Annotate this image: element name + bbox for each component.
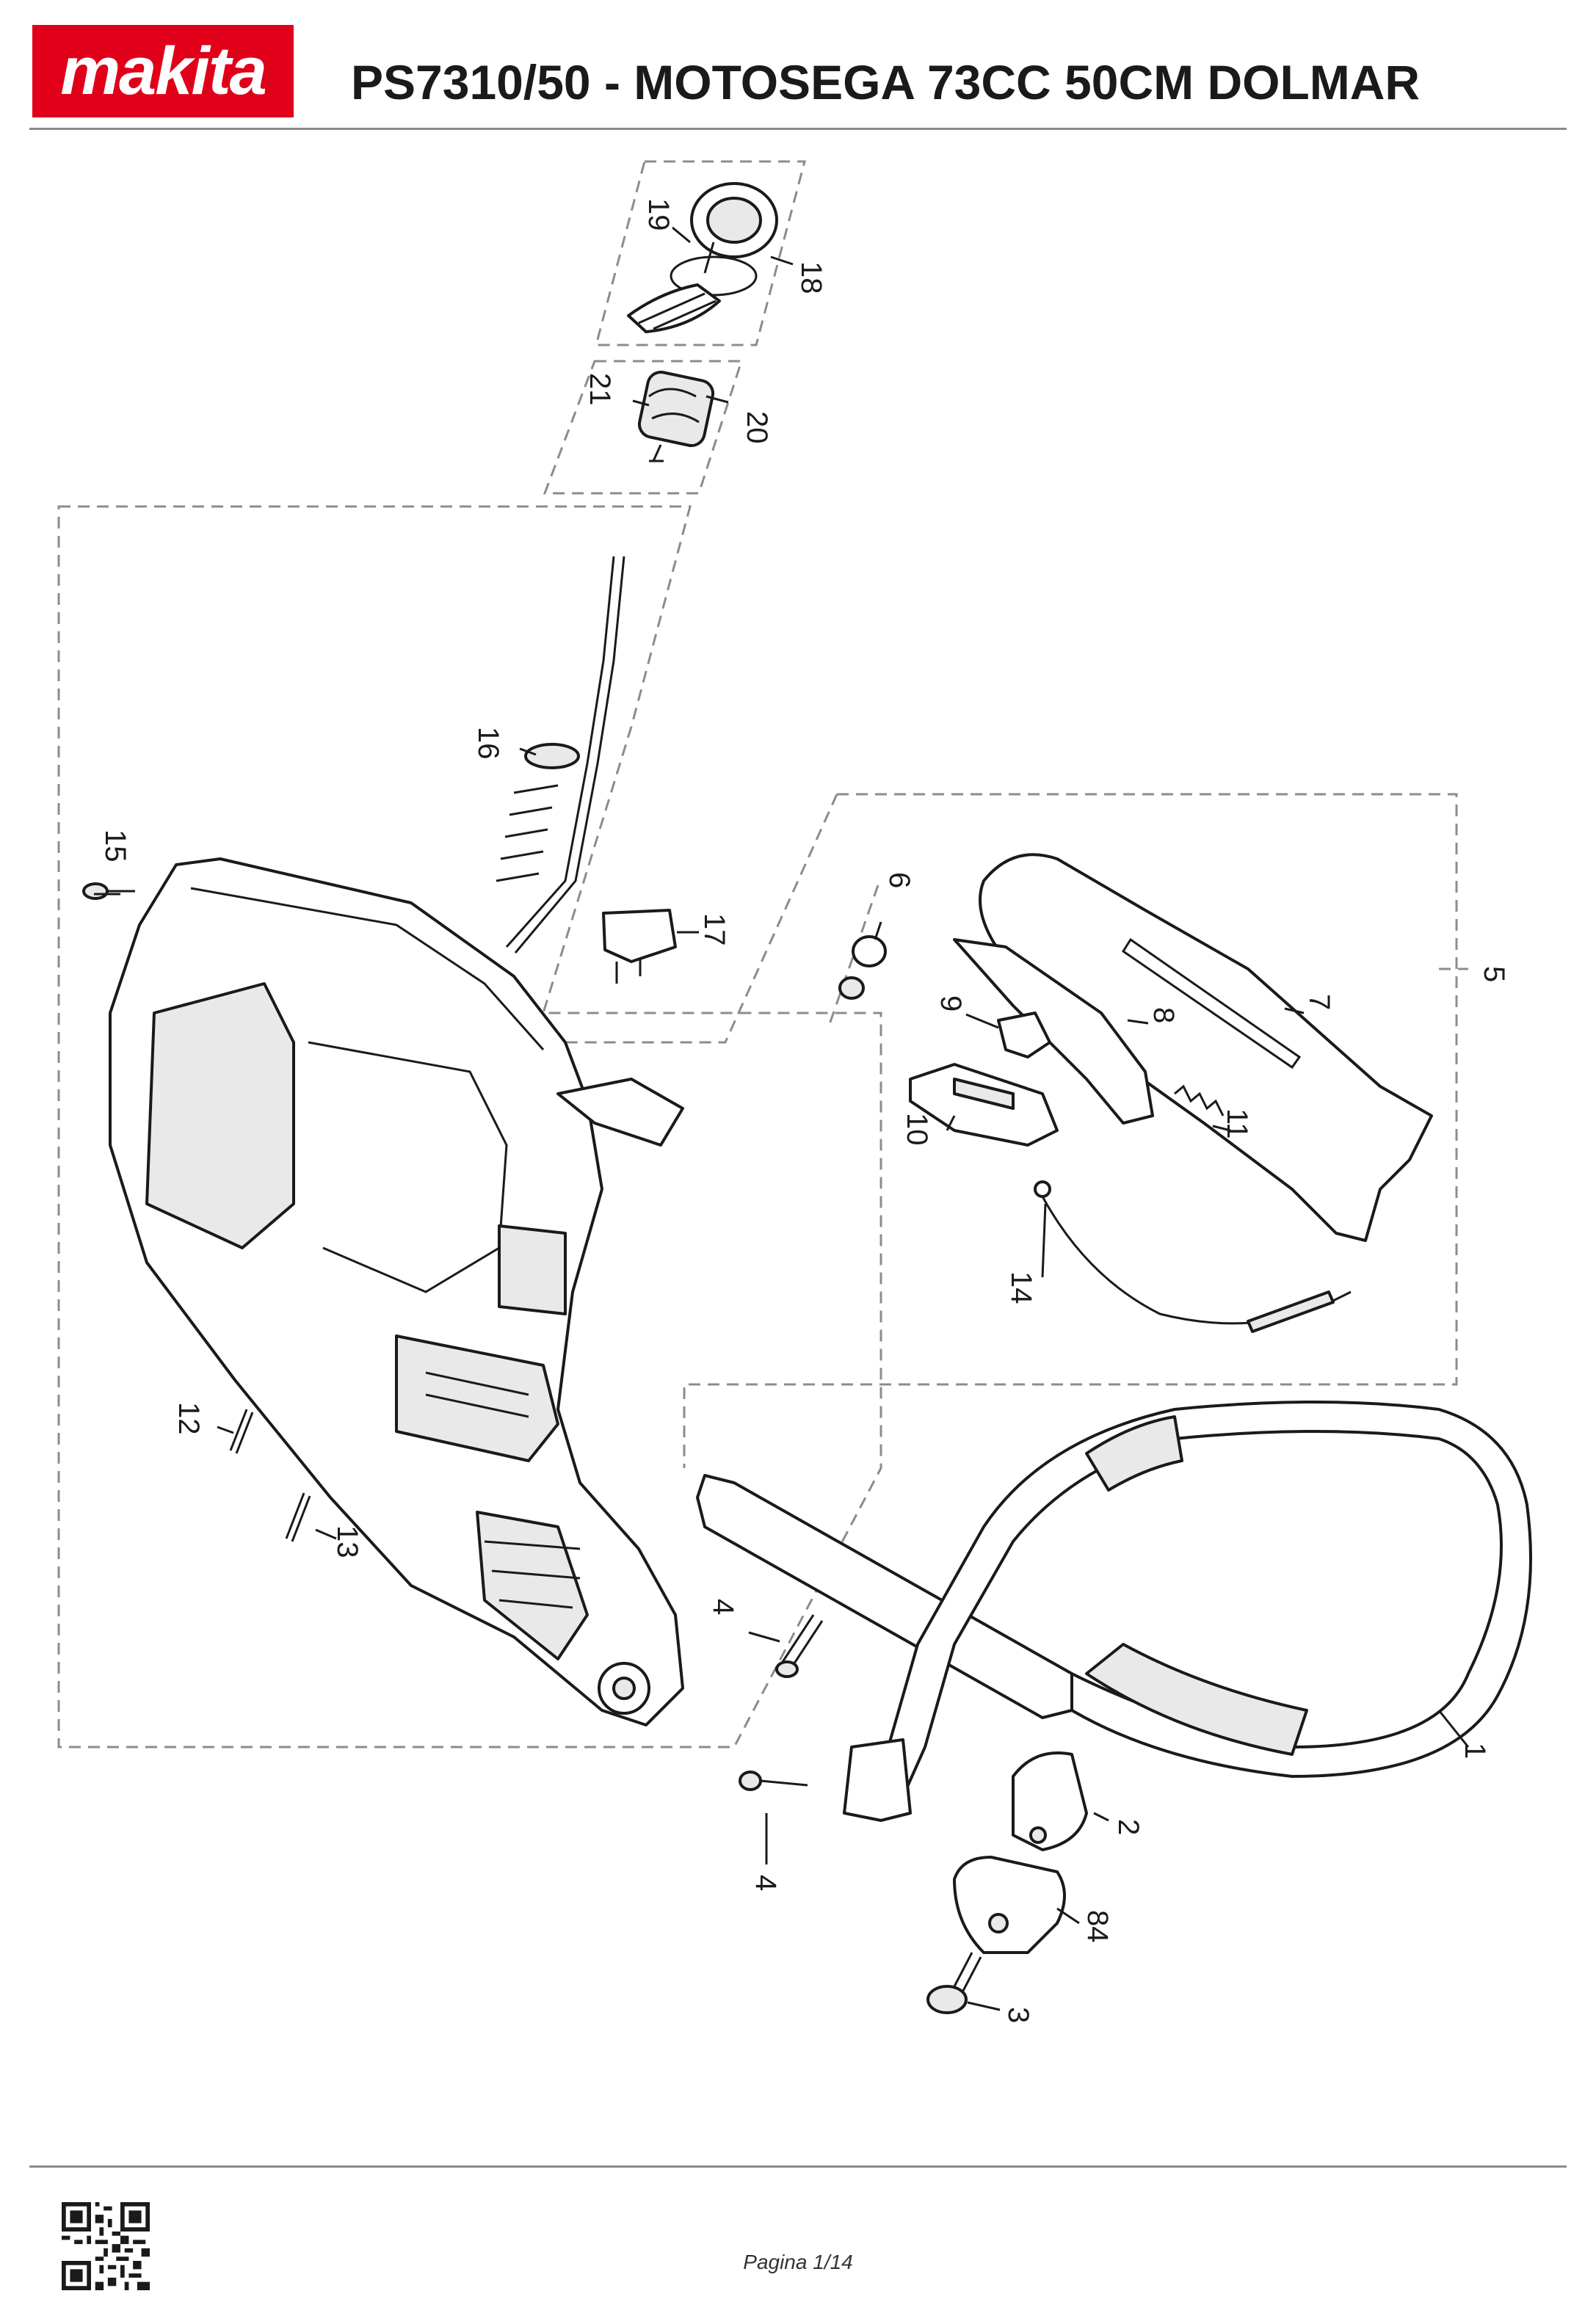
part-label: 5 xyxy=(1478,966,1510,982)
part-label: 14 xyxy=(1005,1271,1037,1304)
bushing-part-6 xyxy=(838,935,887,1000)
logo-wordmark: makita xyxy=(60,34,267,109)
part-label: 11 xyxy=(1221,1108,1253,1139)
part-label: 21 xyxy=(584,373,616,406)
part-label: 2 xyxy=(1112,1819,1145,1835)
part-label: 20 xyxy=(741,411,773,444)
part-label: 84 xyxy=(1081,1910,1114,1943)
fuel-filter xyxy=(637,370,715,462)
page-number: Pagina 1/14 xyxy=(743,2251,853,2273)
part-label: 8 xyxy=(1147,1007,1180,1023)
part-label: 12 xyxy=(173,1402,205,1435)
part-label: 3 xyxy=(1002,2007,1034,2023)
part-label: 16 xyxy=(472,727,504,760)
leader-lines xyxy=(94,226,1470,2011)
handle-cover-part-7 xyxy=(979,853,1433,1242)
part-label: 10 xyxy=(901,1113,933,1146)
cable-part-14 xyxy=(1034,1180,1352,1333)
part-labels: 1 2 3 4 4 5 6 7 8 9 10 11 12 13 14 15 16… xyxy=(99,198,1510,2023)
page-title: PS7310/50 - MOTOSEGA 73CC 50CM DOLMAR xyxy=(351,55,1421,109)
fuel-cap-assembly xyxy=(627,182,778,333)
screw-part-15 xyxy=(82,882,135,900)
part-label: 4 xyxy=(707,1599,739,1615)
assembly-group-outlines xyxy=(57,160,1468,1749)
screw-part-3 xyxy=(926,1952,982,2014)
registered-mark: ® xyxy=(276,66,284,78)
screws-part-4 xyxy=(739,1614,824,1791)
part-label: 13 xyxy=(331,1525,363,1558)
qr-code xyxy=(62,2202,150,2290)
page-header: makita ® PS7310/50 - MOTOSEGA 73CC 50CM … xyxy=(0,0,1596,139)
part-label: 6 xyxy=(883,872,915,888)
front-handle-part-1 xyxy=(696,1401,1532,1822)
part-label: 7 xyxy=(1303,994,1335,1010)
fuel-hose xyxy=(496,556,625,954)
lever-part-9 xyxy=(997,1012,1051,1058)
part-label: 1 xyxy=(1459,1743,1491,1759)
part-label: 15 xyxy=(99,829,131,863)
part-label: 17 xyxy=(698,913,730,946)
spring-part-11 xyxy=(1174,1084,1225,1116)
exploded-parts-diagram: 1 2 3 4 4 5 6 7 8 9 10 11 12 13 14 15 16… xyxy=(57,160,1532,2023)
cap-part-84 xyxy=(953,1856,1066,1954)
clamp-part-2 xyxy=(1012,1751,1088,1851)
part-label: 18 xyxy=(795,261,827,294)
rear-handle-housing xyxy=(109,857,684,1726)
pins-parts-12-13 xyxy=(229,1409,311,1542)
part-label: 9 xyxy=(935,995,967,1012)
part-label: 19 xyxy=(642,198,675,231)
switch-part-17 xyxy=(602,909,677,984)
footer-rule xyxy=(29,2165,1567,2168)
part-label: 4 xyxy=(750,1875,782,1891)
makita-logo: makita xyxy=(32,25,294,117)
header-rule xyxy=(29,128,1567,130)
lockout-lever-part-10 xyxy=(909,1063,1059,1147)
